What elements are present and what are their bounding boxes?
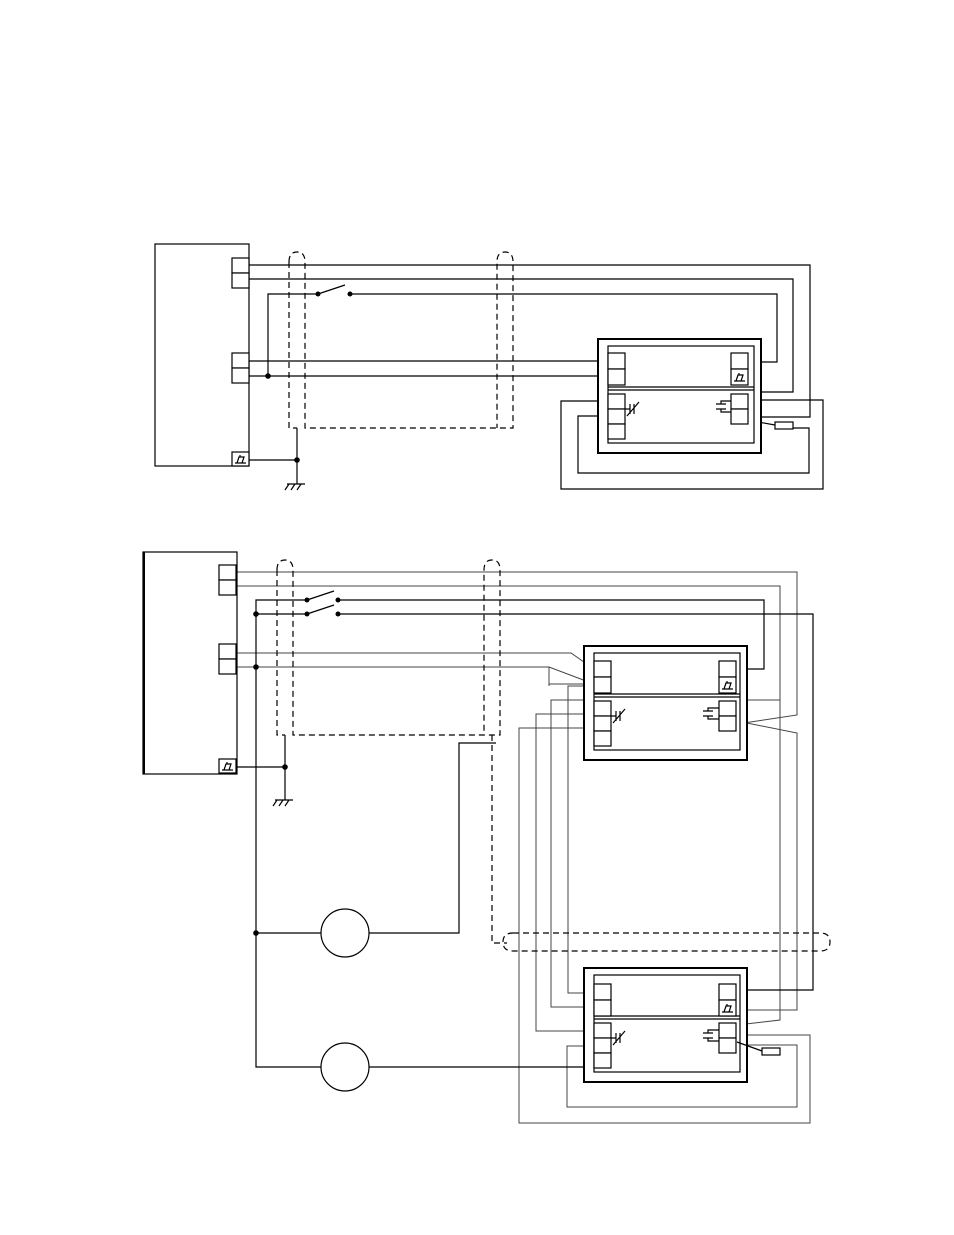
- terminal: [719, 716, 736, 731]
- terminal: [232, 353, 249, 368]
- figure-2-two-unit: [143, 552, 830, 1123]
- terminal: [594, 984, 611, 1000]
- fig1-terminal-module: [598, 339, 761, 453]
- terminal: [608, 369, 625, 385]
- junction-dot: [253, 664, 259, 670]
- terminal: [594, 1023, 611, 1038]
- junction-dot: [294, 457, 300, 463]
- terminal: [719, 984, 736, 1000]
- terminal: [219, 659, 236, 674]
- switch-icon: [305, 591, 341, 617]
- terminal: [594, 661, 611, 677]
- resistor-icon: [762, 1048, 780, 1055]
- junction-dot: [253, 930, 259, 936]
- terminal: [594, 701, 611, 716]
- fig2-terminal-module-upper: [584, 646, 747, 760]
- terminal: [608, 424, 625, 439]
- chassis-ground-icon: [219, 759, 236, 773]
- switch-icon: [316, 285, 353, 297]
- chassis-ground-icon: [719, 1000, 736, 1016]
- terminal: [731, 353, 748, 369]
- terminal: [731, 409, 748, 424]
- terminal: [731, 394, 748, 409]
- terminal: [232, 258, 249, 273]
- fig2-terminal-module-lower: [584, 968, 747, 1082]
- fig2-cable-shield: [277, 560, 507, 943]
- chassis-ground-icon: [719, 677, 736, 693]
- terminal: [594, 731, 611, 746]
- terminal: [219, 580, 236, 595]
- chassis-ground-icon: [731, 369, 748, 385]
- round-device-2: [321, 1043, 369, 1091]
- ground-icon: [285, 484, 305, 490]
- junction-dot: [282, 764, 288, 770]
- round-device-1: [321, 909, 369, 957]
- terminal: [594, 1053, 611, 1068]
- terminal: [594, 716, 611, 731]
- terminal: [719, 701, 736, 716]
- fig1-controller: [155, 244, 249, 466]
- terminal: [219, 565, 236, 580]
- terminal: [232, 273, 249, 288]
- terminal: [608, 409, 625, 424]
- chassis-ground-icon: [232, 452, 249, 466]
- junction-dot: [265, 373, 271, 379]
- terminal: [594, 1000, 611, 1016]
- ground-icon: [273, 800, 293, 806]
- terminal: [608, 394, 625, 409]
- terminal: [719, 1023, 736, 1038]
- terminal: [608, 353, 625, 369]
- figure-1-single-unit: [155, 244, 823, 490]
- terminal: [594, 677, 611, 693]
- fig2-lower-cable-shield: [503, 933, 830, 951]
- fig2-controller: [143, 552, 237, 774]
- junction-dot: [253, 611, 259, 617]
- terminal: [232, 368, 249, 383]
- terminal: [219, 644, 236, 659]
- terminal: [719, 661, 736, 677]
- terminal: [719, 1038, 736, 1053]
- terminal: [594, 1038, 611, 1053]
- resistor-icon: [775, 422, 793, 429]
